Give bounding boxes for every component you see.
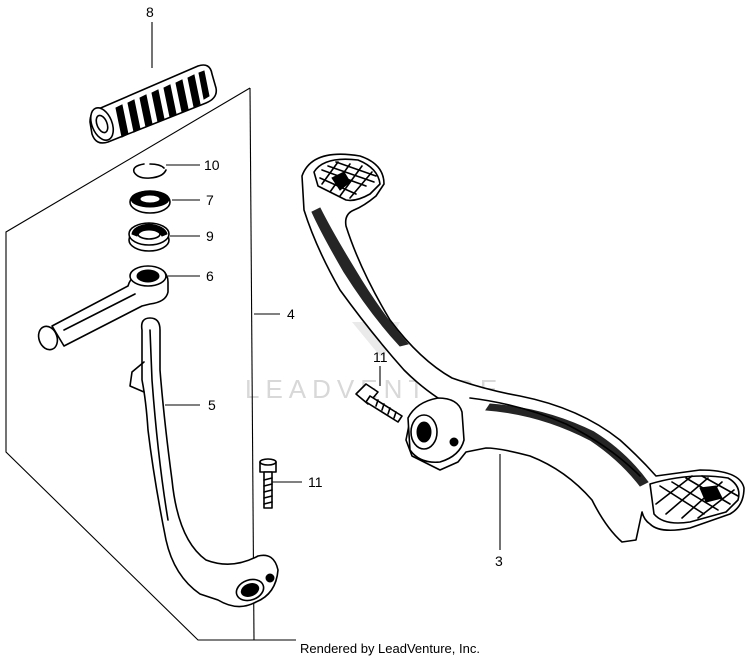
part-6-kick-arm[interactable]	[35, 265, 169, 352]
part-11-bolt-left[interactable]	[259, 458, 277, 509]
render-credit: Rendered by LeadVenture, Inc.	[300, 641, 480, 656]
callout-8: 8	[146, 4, 154, 20]
part-10-circlip[interactable]	[132, 163, 167, 179]
callout-4: 4	[287, 306, 295, 322]
callout-5: 5	[208, 397, 216, 413]
callout-7: 7	[206, 192, 214, 208]
part-9-spring[interactable]	[128, 222, 170, 252]
callout-10: 10	[204, 157, 220, 173]
leader-lines	[151, 22, 501, 550]
part-5-kick-pedal-left[interactable]	[129, 317, 279, 608]
part-8-grip-rubber[interactable]	[86, 64, 218, 144]
part-7-washer[interactable]	[129, 190, 171, 214]
callout-3: 3	[495, 553, 503, 569]
assembly-frame	[5, 87, 296, 641]
callout-labels: 8 10 7 9 6 4 5 11 11 3	[146, 4, 503, 569]
callout-11-right: 11	[373, 349, 388, 365]
callout-6: 6	[206, 268, 214, 284]
callout-9: 9	[206, 228, 214, 244]
part-3-kick-pedal-right[interactable]	[301, 153, 745, 543]
callout-11-left: 11	[308, 474, 323, 490]
part-11-bolt-right[interactable]	[355, 383, 403, 423]
